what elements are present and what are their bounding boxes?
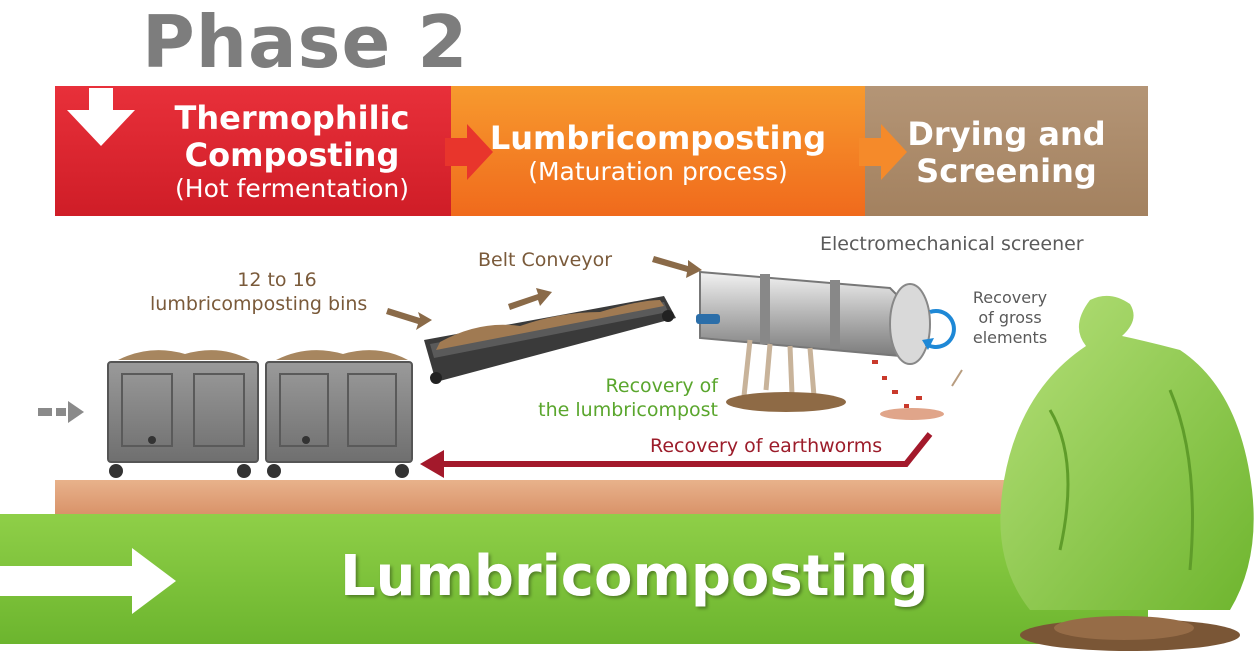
stage-band: Thermophilic Composting (Hot fermentatio… bbox=[55, 86, 1148, 216]
arrow-right-icon bbox=[508, 288, 552, 310]
stage-thermophilic: Thermophilic Composting (Hot fermentatio… bbox=[55, 86, 451, 216]
lumbricomposting-bar bbox=[0, 514, 1148, 644]
stage-title: Thermophilic bbox=[174, 99, 410, 137]
process-illustration bbox=[38, 256, 963, 478]
stage-subtitle: (Hot fermentation) bbox=[175, 174, 409, 203]
stage-title: Composting bbox=[184, 136, 400, 174]
stage-title: Drying and bbox=[907, 115, 1106, 153]
stage-drying: Drying and Screening bbox=[865, 86, 1148, 216]
arrow-right-icon bbox=[386, 308, 432, 330]
arrow-right-icon bbox=[0, 548, 176, 614]
belt-conveyor-icon bbox=[424, 296, 676, 384]
compost-bag-icon bbox=[1000, 295, 1254, 651]
down-arrow-icon bbox=[67, 88, 135, 146]
screener-drum-icon bbox=[696, 270, 956, 420]
stage-maturation: Lumbricomposting (Maturation process) bbox=[451, 86, 865, 216]
arrow-right-icon bbox=[652, 256, 702, 278]
gross-elements-line: Recovery bbox=[972, 288, 1048, 307]
lumbricompost-line: Recovery of bbox=[605, 375, 718, 397]
bins-label-line: 12 to 16 bbox=[237, 269, 317, 291]
lumbricompost-line: the lumbricompost bbox=[538, 399, 718, 421]
ground-strip bbox=[55, 480, 1005, 514]
bin-icon bbox=[107, 350, 259, 478]
bins-label-line: lumbricomposting bins bbox=[150, 293, 368, 315]
earthworms-label: Recovery of earthworms bbox=[650, 435, 883, 457]
stage-subtitle: (Maturation process) bbox=[528, 157, 788, 186]
gross-elements-label: Recovery of gross elements bbox=[960, 288, 1060, 348]
chevron-right-icon bbox=[445, 124, 493, 180]
gross-elements-line: of gross bbox=[978, 308, 1042, 327]
stage-title: Screening bbox=[916, 152, 1097, 190]
gross-elements-line: elements bbox=[972, 328, 1048, 347]
bins-label: 12 to 16 bbox=[222, 268, 332, 292]
return-arrow-icon bbox=[420, 432, 933, 478]
footer-label: Lumbricomposting bbox=[340, 544, 929, 609]
page-title: Phase 2 bbox=[142, 0, 469, 84]
chevron-right-icon bbox=[859, 124, 907, 180]
screener-label: Electromechanical screener bbox=[820, 233, 1084, 255]
stage-title: Lumbricomposting bbox=[489, 119, 827, 157]
belt-conveyor-label: Belt Conveyor bbox=[478, 249, 613, 271]
dashed-arrow-icon bbox=[38, 401, 84, 423]
bin-icon bbox=[265, 350, 413, 478]
lumbricompost-label: Recovery of the lumbricompost bbox=[532, 374, 718, 422]
